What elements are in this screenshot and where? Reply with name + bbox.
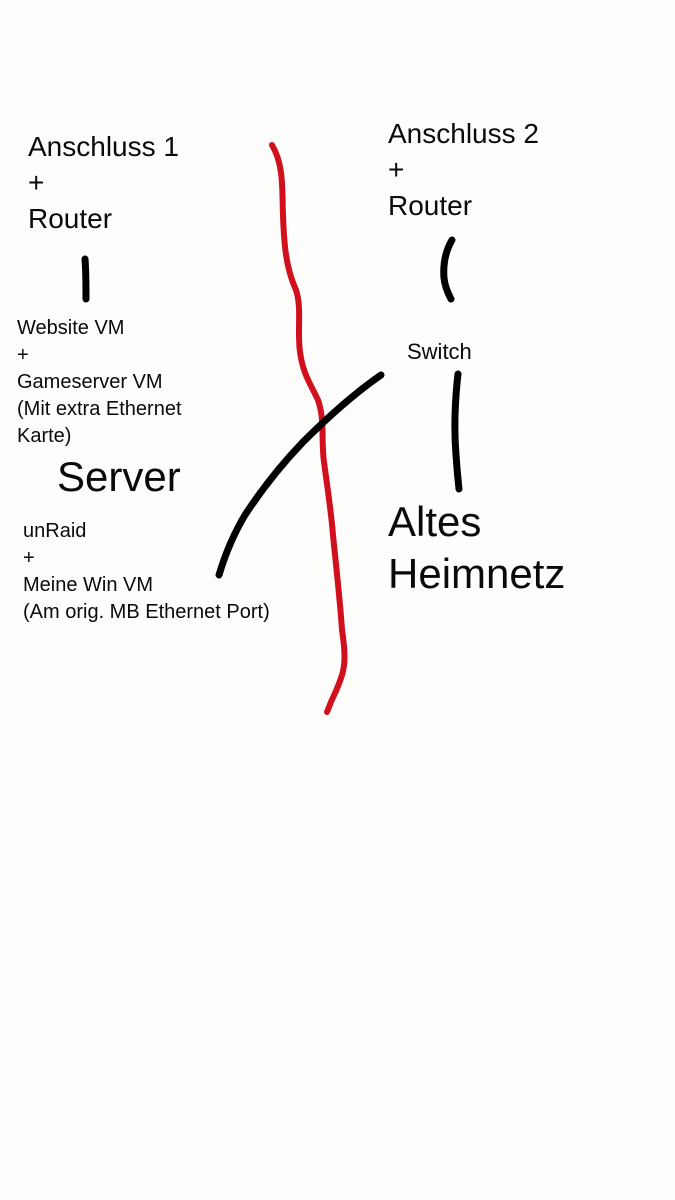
host-block-line: + [23,547,35,569]
separator-line [269,142,348,715]
switch-label: Switch [407,339,472,364]
link-switch-heimnetz [451,370,463,493]
link-switch-server [215,371,385,579]
isp-block-1-line: Router [28,203,113,234]
isp-block-2: Anschluss 2 + Router [388,116,539,224]
server-label: Server [57,453,181,500]
isp-block-2-line: + [388,154,405,185]
vm-block-line: + [17,344,29,366]
vm-block: Website VM + Gameserver VM (Mit extra Et… [17,315,182,450]
vm-block-line: Gameserver VM [17,371,163,393]
vm-block-line: Karte) [17,425,72,447]
network-block: Altes Heimnetz [388,496,565,600]
link-router1-vms [81,255,90,303]
vm-block-line: (Mit extra Ethernet [17,398,182,420]
vm-block-line: Website VM [17,317,125,339]
host-block-line: (Am orig. MB Ethernet Port) [23,601,270,623]
isp-block-2-line: Router [388,190,473,221]
network-block-line: Altes [388,498,482,545]
isp-block-1: Anschluss 1 + Router [28,129,179,237]
isp-block-1-line: + [28,167,45,198]
host-block: unRaid + Meine Win VM (Am orig. MB Ether… [23,518,270,626]
network-block-line: Heimnetz [388,550,566,597]
host-block-line: unRaid [23,520,87,542]
isp-block-1-line: Anschluss 1 [28,131,179,162]
host-block-line: Meine Win VM [23,574,154,596]
isp-block-2-line: Anschluss 2 [388,118,539,149]
link-router2-switch [440,236,456,303]
